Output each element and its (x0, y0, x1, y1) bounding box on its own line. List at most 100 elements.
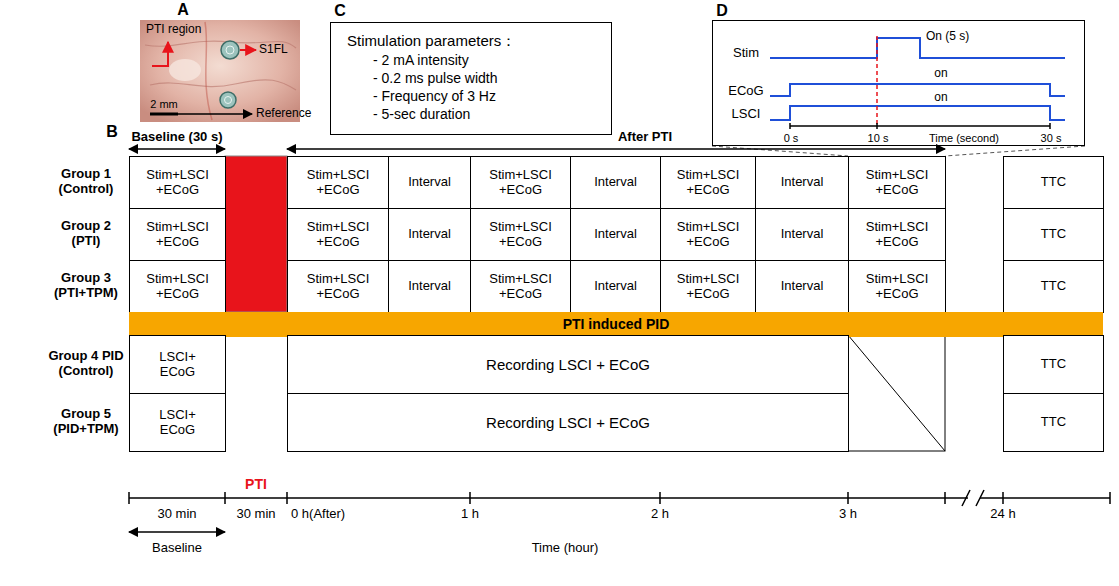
time-axis (980, 497, 1110, 499)
electrode-label: S1FL (259, 43, 288, 57)
lsci-signal (770, 106, 1065, 120)
protocol-cell: TTC (1003, 335, 1104, 394)
zoom-line (945, 146, 1085, 156)
box-text: Interval (408, 175, 451, 190)
span-label: After PTI (618, 130, 672, 145)
box-text: - Frequency of 3 Hz (347, 87, 496, 105)
axis-break (962, 490, 984, 506)
protocol-cell: Stim+LSCI +ECoG (848, 208, 946, 261)
span-arrow (129, 531, 225, 533)
reference-electrode (220, 92, 236, 108)
protocol-cell: Stim+LSCI +ECoG (129, 208, 226, 261)
box-text: TTC (1041, 175, 1066, 190)
box-text: Stim+LSCI +ECoG (853, 168, 941, 198)
panel-letter: B (106, 123, 118, 141)
vessel (150, 80, 296, 90)
box-text: TTC (1041, 279, 1066, 294)
box-text: LSCI+ ECoG (146, 350, 209, 380)
axis-ticks (790, 123, 1050, 129)
timing-panel: StimOn (5 s)onECoGonLSCI0 s10 sTime (sec… (712, 20, 1085, 146)
protocol-cell: LSCI+ ECoG (129, 335, 226, 394)
axis-label: Baseline (152, 541, 202, 556)
duration-label: 30 min (236, 507, 275, 522)
scale-label: 2 mm (150, 98, 178, 111)
span-label: Baseline (30 s) (131, 130, 222, 145)
panel-letter: A (177, 1, 189, 19)
stim-signal (770, 38, 1065, 58)
time-axis (790, 125, 1050, 127)
box-text: Interval (408, 227, 451, 242)
protocol-cell: Recording LSCI + ECoG (287, 393, 849, 452)
span-arrow (287, 148, 945, 150)
box-text: - 5-sec duration (347, 105, 470, 123)
pti-label: PTI (245, 476, 267, 492)
stim-onset-line (876, 36, 878, 126)
panel-letter: C (334, 2, 346, 20)
protocol-cell: Stim+LSCI +ECoG (129, 156, 226, 209)
box-text: Interval (781, 227, 824, 242)
signal-label: LSCI (732, 107, 761, 121)
vessel (205, 22, 212, 120)
protocol-cell: Stim+LSCI +ECoG (848, 156, 946, 209)
pti-column (225, 156, 287, 312)
empty-cell (848, 335, 945, 451)
protocol-cell: Interval (388, 208, 471, 261)
axis-ticks (129, 492, 1110, 504)
protocol-cell: Interval (570, 260, 661, 313)
pti-region (169, 59, 201, 81)
box-text: Stim+LSCI +ECoG (853, 220, 941, 250)
panel-letter: D (716, 2, 728, 20)
box-text: - 0.2 ms pulse width (347, 69, 498, 87)
protocol-cell: Interval (388, 156, 471, 209)
ecog-signal (770, 84, 1065, 96)
protocol-cell: Interval (755, 156, 849, 209)
protocol-cell: TTC (1003, 208, 1104, 261)
time-tick-label: 24 h (990, 507, 1015, 522)
protocol-cell: Stim+LSCI +ECoG (287, 208, 389, 261)
box-text: Interval (781, 279, 824, 294)
box-text: Recording LSCI + ECoG (486, 414, 650, 431)
electrode-label: Reference (256, 107, 311, 121)
box-text: Stim+LSCI +ECoG (134, 272, 221, 302)
cell-diagonal (848, 335, 945, 451)
group-label: Group 1 (Control) (46, 167, 126, 197)
electrode-ring (225, 97, 232, 104)
box-text: TTC (1041, 227, 1066, 242)
signal-label: 10 s (868, 132, 889, 144)
group-label: Group 2 (PTI) (46, 219, 126, 249)
box-text: - 2 mA intensity (347, 51, 469, 69)
protocol-cell: Interval (570, 156, 661, 209)
protocol-cell: LSCI+ ECoG (129, 393, 226, 452)
group-label: Group 4 PID (Control) (46, 349, 126, 379)
pti-arrow (152, 42, 168, 66)
group-label: Group 3 (PTI+TPM) (46, 271, 126, 301)
signal-label: on (934, 91, 947, 104)
signal-label: 0 s (784, 132, 799, 144)
electrode-ring (226, 46, 234, 54)
box-text: LSCI+ ECoG (146, 408, 209, 438)
box-text: Stim+LSCI +ECoG (475, 220, 566, 250)
duration-label: 30 min (157, 507, 196, 522)
signal-label: On (5 s) (926, 30, 969, 43)
time-tick-label: 3 h (839, 507, 857, 522)
axis-title: Time (hour) (532, 541, 599, 556)
protocol-cell: Interval (755, 208, 849, 261)
box-text: Stim+LSCI +ECoG (475, 168, 566, 198)
time-tick-label: 0 h(After) (291, 507, 345, 522)
pid-band: PTI induced PID (129, 312, 1103, 337)
protocol-cell: Recording LSCI + ECoG (287, 335, 849, 394)
box-text: Stim+LSCI +ECoG (475, 272, 566, 302)
signal-label: Time (second) (929, 132, 999, 144)
region-label: PTI region (146, 23, 201, 37)
box-text: Stim+LSCI +ECoG (665, 272, 751, 302)
protocol-cell: Stim+LSCI +ECoG (470, 260, 571, 313)
parameter-box: Stimulation parameters：- 2 mA intensity-… (330, 22, 612, 135)
protocol-cell: Stim+LSCI +ECoG (848, 260, 946, 313)
box-text: Interval (781, 175, 824, 190)
time-tick-label: 1 h (461, 507, 479, 522)
protocol-cell: Stim+LSCI +ECoG (129, 260, 226, 313)
protocol-cell: Stim+LSCI +ECoG (660, 208, 756, 261)
box-text: Stim+LSCI +ECoG (292, 220, 384, 250)
box-text: PTI induced PID (563, 316, 670, 332)
box-text: Stim+LSCI +ECoG (134, 168, 221, 198)
